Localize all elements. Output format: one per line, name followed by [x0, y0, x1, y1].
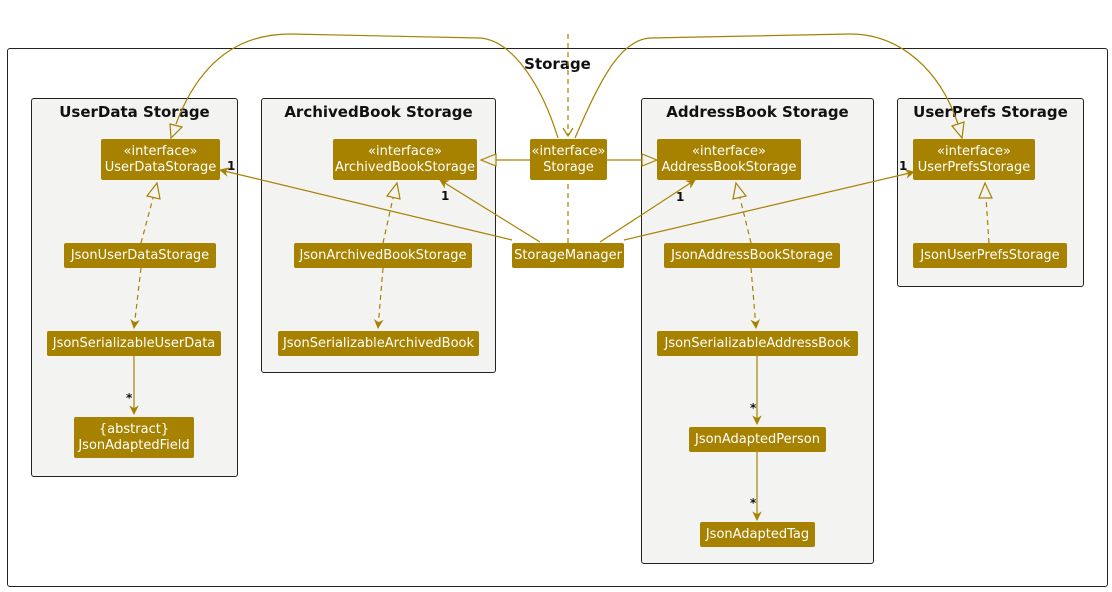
- mult-person-tag: *: [750, 496, 757, 510]
- json-archived-storage-name: JsonArchivedBookStorage: [299, 247, 467, 263]
- archived-storage-interface: «interface» ArchivedBookStorage: [333, 139, 477, 180]
- edge-storage-userdata: [175, 33, 559, 139]
- json-adapted-person-class: JsonAdaptedPerson: [689, 427, 826, 452]
- json-adapted-field-name: JsonAdaptedField: [78, 437, 190, 453]
- archived-package-title: ArchivedBook Storage: [284, 103, 473, 121]
- edge-jsonaddressbook-head: [732, 181, 748, 200]
- json-adapted-field-class: {abstract} JsonAdaptedField: [74, 417, 194, 458]
- edge-storage-addressbook-head: [641, 153, 659, 167]
- edge-storage-userdata-head: [169, 123, 184, 140]
- addressbook-storage-interface: «interface» AddressBookStorage: [657, 139, 801, 180]
- edge-top-arrowhead: [562, 127, 574, 138]
- mult-archived: 1: [441, 189, 450, 203]
- storage-package-title: Storage: [524, 55, 591, 73]
- edge-jsonuserdata-userdata: [140, 197, 154, 244]
- edge-storage-userprefs: [574, 33, 959, 139]
- json-userdata-storage-class: JsonUserDataStorage: [64, 243, 216, 268]
- json-serializable-userdata-class: JsonSerializableUserData: [47, 331, 221, 356]
- userdata-package-title: UserData Storage: [59, 103, 210, 121]
- addressbook-package-title: AddressBook Storage: [666, 103, 849, 121]
- userdata-storage-interface: «interface» UserDataStorage: [101, 139, 220, 180]
- edge-jsonarchived-archived: [382, 197, 394, 244]
- edge-jsonuserprefs-head: [978, 181, 993, 199]
- edge-storage-userprefs-head: [950, 121, 965, 140]
- json-addressbook-storage-name: JsonAddressBookStorage: [671, 247, 833, 263]
- json-serializable-addressbook-name: JsonSerializableAddressBook: [664, 335, 851, 351]
- storage-stereotype: «interface»: [531, 143, 606, 159]
- mult-addressbook: 1: [676, 190, 685, 204]
- json-userdata-storage-name: JsonUserDataStorage: [70, 247, 210, 263]
- addressbook-storage-stereotype: «interface»: [692, 143, 766, 159]
- userprefs-storage-stereotype: «interface»: [937, 143, 1011, 159]
- edge-jsonaddressbook-addressbook: [739, 197, 752, 244]
- edge-jsonarchived-serializable: [373, 267, 384, 329]
- edge-jsonuserprefs-userprefs: [985, 197, 990, 244]
- json-serializable-addressbook-class: JsonSerializableAddressBook: [657, 331, 858, 356]
- mult-userdata: 1: [227, 159, 236, 173]
- userdata-storage-name: UserDataStorage: [104, 159, 217, 175]
- mult-userdata-field: *: [126, 391, 133, 405]
- archived-storage-stereotype: «interface»: [368, 143, 442, 159]
- json-userprefs-storage-class: JsonUserPrefsStorage: [913, 243, 1067, 268]
- storage-manager-class: StorageManager: [512, 243, 624, 268]
- mult-addressbook-person: *: [750, 401, 757, 415]
- edge-jsonarchived-head: [385, 181, 401, 200]
- edge-manager-addressbook: [599, 179, 696, 243]
- json-serializable-archived-class: JsonSerializableArchivedBook: [278, 331, 479, 356]
- edge-manager-userdata: [219, 167, 513, 241]
- edge-jsonaddressbook-serializable: [750, 267, 761, 329]
- json-userprefs-storage-name: JsonUserPrefsStorage: [920, 247, 1060, 263]
- json-addressbook-storage-class: JsonAddressBookStorage: [664, 243, 840, 268]
- storage-name: Storage: [543, 159, 594, 175]
- storage-interface: «interface» Storage: [530, 139, 607, 180]
- json-serializable-archived-name: JsonSerializableArchivedBook: [282, 335, 475, 351]
- json-adapted-person-name: JsonAdaptedPerson: [695, 431, 820, 447]
- edge-manager-archived: [439, 179, 541, 243]
- mult-userprefs: 1: [899, 159, 908, 173]
- json-adapted-field-stereotype: {abstract}: [98, 421, 170, 437]
- userprefs-storage-interface: «interface» UserPrefsStorage: [913, 139, 1035, 180]
- archived-storage-name: ArchivedBookStorage: [334, 159, 476, 175]
- json-archived-storage-class: JsonArchivedBookStorage: [294, 243, 472, 268]
- addressbook-storage-name: AddressBookStorage: [661, 159, 797, 175]
- userdata-storage-stereotype: «interface»: [123, 143, 198, 159]
- edge-manager-userprefs: [623, 169, 915, 241]
- storage-manager-name: StorageManager: [514, 247, 622, 263]
- json-serializable-userdata-name: JsonSerializableUserData: [52, 335, 216, 351]
- edge-jsonuserdata-head: [145, 181, 161, 200]
- json-adapted-tag-name: JsonAdaptedTag: [705, 526, 810, 542]
- json-adapted-tag-class: JsonAdaptedTag: [700, 522, 815, 547]
- edge-jsonuserdata-serializable: [130, 267, 142, 329]
- userprefs-storage-name: UserPrefsStorage: [917, 159, 1031, 175]
- edge-storage-archived-head: [479, 153, 497, 167]
